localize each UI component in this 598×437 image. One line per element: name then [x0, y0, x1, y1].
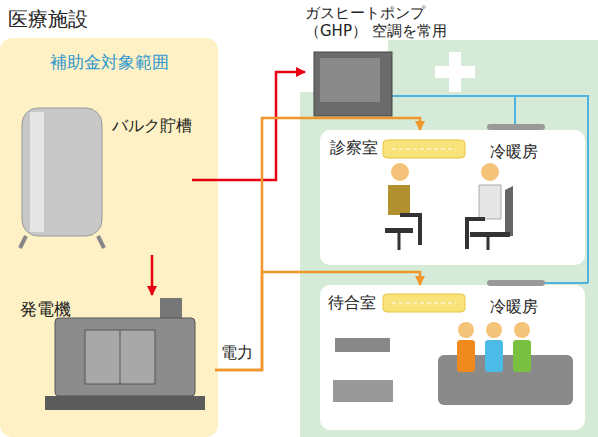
building	[300, 40, 598, 437]
node-label: 待合室	[328, 293, 376, 312]
ac-detail	[392, 303, 456, 304]
edge-label: 電力	[221, 343, 253, 362]
node-box: 待合室 冷暖房	[320, 285, 585, 430]
node-label: 発電機	[20, 299, 71, 319]
title: 医療施設	[8, 6, 88, 33]
pipes	[392, 96, 588, 283]
node-label: 冷暖房	[490, 142, 538, 161]
ac-detail	[392, 149, 456, 150]
node-label: 冷暖房	[490, 297, 538, 316]
table	[333, 380, 393, 402]
connector	[215, 118, 420, 370]
ac-unit	[383, 294, 465, 312]
exam-room	[320, 130, 585, 265]
connector	[215, 272, 420, 370]
subsidy-region	[0, 38, 218, 437]
patient	[385, 163, 420, 250]
node-box: バルク貯槽	[12, 95, 192, 255]
connector	[151, 255, 154, 295]
doctor	[467, 163, 513, 250]
ceiling-unit	[487, 124, 545, 130]
ceiling-unit	[487, 280, 545, 286]
node-box: 発電機	[15, 295, 215, 420]
bulk-tank	[20, 108, 104, 248]
ghp-unit	[314, 52, 392, 116]
node-label: ガスヒートポンプ（GHP） 空調を常用	[305, 4, 485, 40]
ac-unit	[383, 140, 465, 158]
patients	[457, 322, 531, 372]
node-label: 診察室	[330, 138, 378, 157]
connector	[192, 72, 305, 180]
cross	[435, 52, 475, 92]
node-box: 診察室 冷暖房	[320, 130, 585, 265]
waiting-room	[320, 285, 585, 430]
node-box: ガスヒートポンプ（GHP） 空調を常用	[305, 0, 495, 120]
node-box: 補助金対象範囲バルク貯槽発電機	[0, 38, 218, 437]
counter	[335, 338, 390, 352]
node-label: 補助金対象範囲	[0, 52, 218, 73]
node-label: バルク貯槽	[112, 117, 192, 136]
